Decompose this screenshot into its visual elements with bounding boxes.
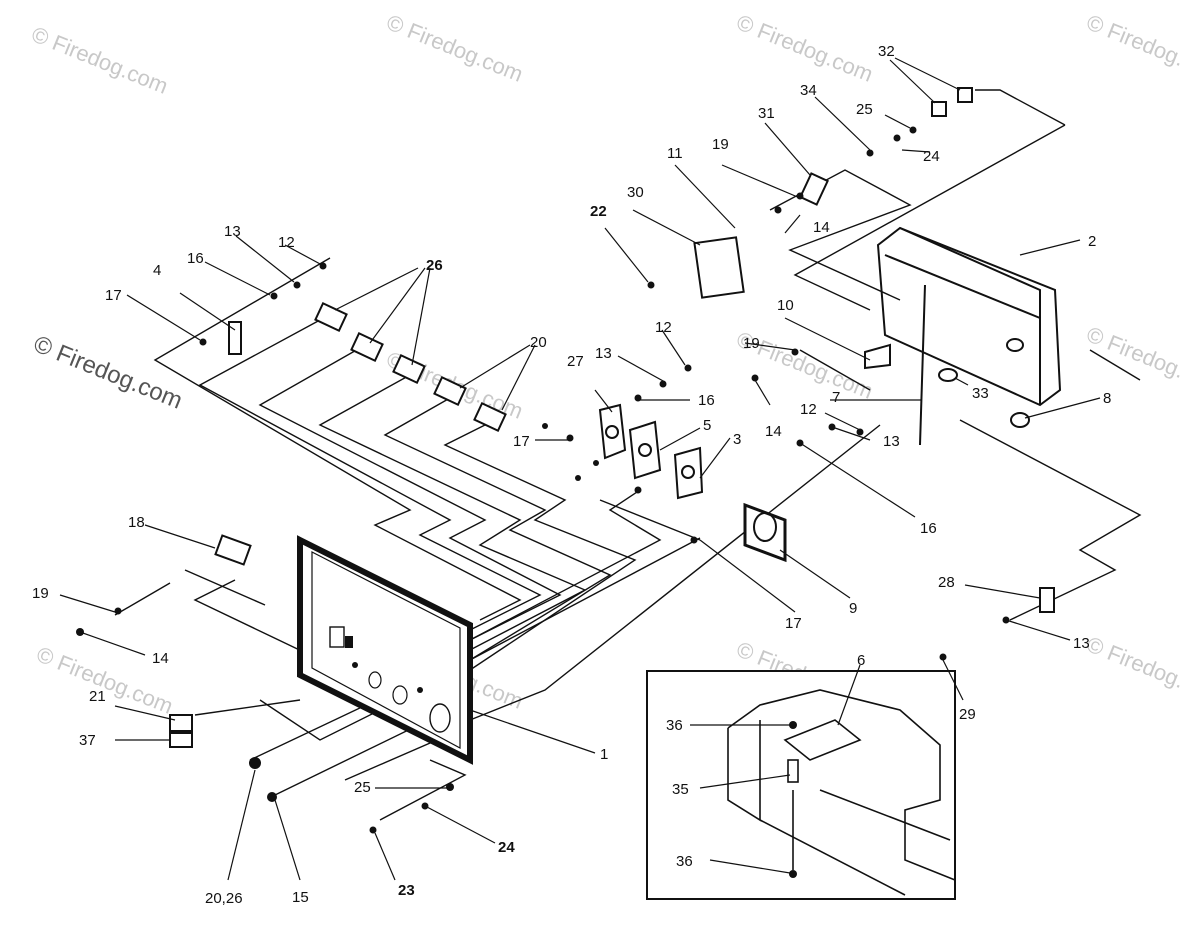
callout-23: 23 bbox=[398, 882, 415, 899]
leader-lines bbox=[59, 57, 1101, 881]
callout-29: 29 bbox=[959, 706, 976, 723]
callout-27: 27 bbox=[567, 353, 584, 370]
watermark-text: © Firedog.com bbox=[1083, 9, 1180, 86]
callout-16: 16 bbox=[187, 250, 204, 267]
control-panel bbox=[297, 535, 473, 765]
watermark-text: © Firedog.com bbox=[733, 9, 876, 86]
callout-28: 28 bbox=[938, 574, 955, 591]
callout-1: 1 bbox=[600, 746, 608, 763]
callout-12: 12 bbox=[800, 401, 817, 418]
callout-21: 21 bbox=[89, 688, 106, 705]
callout-20-26: 20,26 bbox=[205, 890, 243, 907]
callout-33: 33 bbox=[972, 385, 989, 402]
callout-labels: 1 2 3 4 5 6 7 8 9 10 11 12 12 12 13 13 1… bbox=[32, 43, 1111, 907]
callout-14: 14 bbox=[152, 650, 169, 667]
callout-14: 14 bbox=[813, 219, 830, 236]
callout-19: 19 bbox=[712, 136, 729, 153]
callout-19: 19 bbox=[743, 335, 760, 352]
watermark-text: © Firedog.com bbox=[1083, 631, 1180, 708]
callout-24: 24 bbox=[923, 148, 940, 165]
callout-12: 12 bbox=[655, 319, 672, 336]
callout-34: 34 bbox=[800, 82, 817, 99]
callout-20: 20 bbox=[530, 334, 547, 351]
inset-detail bbox=[646, 670, 956, 900]
callout-17: 17 bbox=[785, 615, 802, 632]
callout-24: 24 bbox=[498, 839, 515, 856]
callout-17: 17 bbox=[105, 287, 122, 304]
small-parts bbox=[693, 87, 1055, 613]
callout-11: 11 bbox=[667, 145, 683, 162]
callout-32: 32 bbox=[878, 43, 895, 60]
callout-22: 22 bbox=[590, 203, 607, 220]
callout-15: 15 bbox=[292, 889, 309, 906]
callout-13: 13 bbox=[224, 223, 241, 240]
housing-2 bbox=[876, 226, 1062, 407]
callout-36: 36 bbox=[676, 853, 693, 870]
callout-9: 9 bbox=[849, 600, 857, 617]
callout-26: 26 bbox=[426, 257, 443, 274]
wire-7 bbox=[919, 284, 926, 446]
callout-6: 6 bbox=[857, 652, 865, 669]
callout-4: 4 bbox=[153, 262, 161, 279]
callout-30: 30 bbox=[627, 184, 644, 201]
callout-13: 13 bbox=[883, 433, 900, 450]
callout-18: 18 bbox=[128, 514, 145, 531]
callout-37: 37 bbox=[79, 732, 96, 749]
watermark-text: © Firedog.com bbox=[28, 21, 171, 98]
callout-36: 36 bbox=[666, 717, 683, 734]
breakers bbox=[228, 302, 507, 432]
receptacles-small bbox=[598, 403, 704, 500]
callout-19: 19 bbox=[32, 585, 49, 602]
callout-7: 7 bbox=[832, 389, 840, 406]
callout-35: 35 bbox=[672, 781, 689, 798]
switches bbox=[169, 534, 252, 748]
watermarks: © Firedog.com © Firedog.com © Firedog.co… bbox=[28, 9, 1180, 718]
receptacle-9 bbox=[743, 502, 787, 563]
callout-17: 17 bbox=[513, 433, 530, 450]
callout-2: 2 bbox=[1088, 233, 1096, 250]
watermark-text: © Firedog.com bbox=[383, 9, 526, 86]
callout-12: 12 bbox=[278, 234, 295, 251]
callout-13: 13 bbox=[595, 345, 612, 362]
watermark-text: © Firedog.com bbox=[1083, 321, 1180, 398]
callout-25: 25 bbox=[856, 101, 873, 118]
fasteners bbox=[76, 126, 1010, 834]
callout-13: 13 bbox=[1073, 635, 1090, 652]
watermark-text: © Firedog.com bbox=[30, 331, 186, 415]
callout-16: 16 bbox=[920, 520, 937, 537]
callout-14: 14 bbox=[765, 423, 782, 440]
callout-31: 31 bbox=[758, 105, 775, 122]
callout-5: 5 bbox=[703, 417, 711, 434]
callout-16: 16 bbox=[698, 392, 715, 409]
callout-10: 10 bbox=[777, 297, 794, 314]
callout-8: 8 bbox=[1103, 390, 1111, 407]
callout-3: 3 bbox=[733, 431, 741, 448]
callout-25: 25 bbox=[354, 779, 371, 796]
